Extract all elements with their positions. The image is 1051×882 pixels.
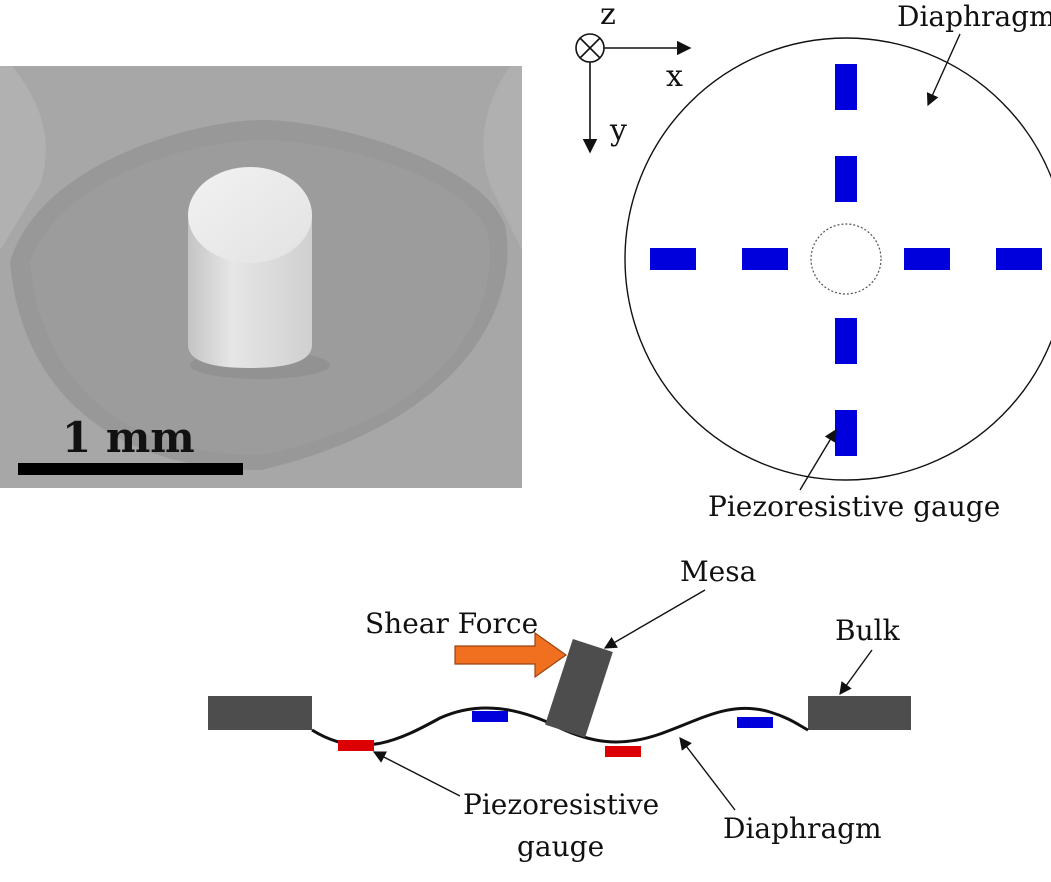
shear-force-arrow bbox=[454, 631, 568, 679]
gauge-leader-top bbox=[799, 428, 837, 491]
tension-gauge-right bbox=[737, 717, 773, 728]
diaphragm-outline bbox=[624, 37, 1051, 481]
scale-bar-label: 1 mm bbox=[62, 413, 195, 462]
scale-bar bbox=[18, 463, 243, 475]
gauge-leader-bottom bbox=[372, 751, 461, 797]
coordinate-axes: z x y bbox=[575, 0, 692, 154]
tilted-mesa bbox=[545, 639, 613, 738]
gauge-array bbox=[650, 64, 1042, 456]
gauge-left-inner bbox=[742, 248, 788, 270]
mesa-leader bbox=[603, 589, 706, 649]
y-axis-label: y bbox=[609, 113, 627, 148]
tension-gauge-left bbox=[472, 711, 508, 722]
top-view-diagram: z x y Diaphragm Piezoresistive gauge bbox=[575, 0, 1051, 523]
gauge-bottom-inner bbox=[835, 318, 857, 364]
gauge-label-bottom-line1: Piezoresistive bbox=[463, 788, 659, 821]
gauge-top-outer bbox=[835, 64, 857, 110]
bulk-right bbox=[808, 696, 911, 730]
gauge-label-top: Piezoresistive gauge bbox=[708, 490, 1000, 523]
gauge-bottom-outer bbox=[835, 410, 857, 456]
mesa-footprint bbox=[810, 223, 882, 295]
diaphragm-label-top: Diaphragm bbox=[897, 0, 1051, 33]
gauge-right-outer bbox=[996, 248, 1042, 270]
bulk-left bbox=[208, 696, 312, 730]
diaphragm-leader-bottom bbox=[679, 736, 736, 811]
cross-section-diagram: Mesa Shear Force Bulk Piezoresistive gau… bbox=[208, 555, 911, 863]
compression-gauge-right bbox=[605, 746, 641, 757]
sem-micrograph: 1 mm bbox=[0, 66, 522, 488]
compression-gauge-left bbox=[338, 740, 374, 751]
shear-force-label: Shear Force bbox=[365, 607, 538, 640]
gauge-label-bottom-line2: gauge bbox=[517, 830, 604, 863]
diaphragm-leader-top bbox=[926, 33, 961, 107]
gauge-top-inner bbox=[835, 156, 857, 202]
mesa-label: Mesa bbox=[680, 555, 756, 588]
x-axis-label: x bbox=[666, 59, 683, 94]
z-axis-label: z bbox=[600, 0, 616, 32]
gauge-right-inner bbox=[904, 248, 950, 270]
bulk-label: Bulk bbox=[835, 614, 901, 647]
bulk-leader bbox=[839, 649, 873, 696]
gauge-left-outer bbox=[650, 248, 696, 270]
diaphragm-label-bottom: Diaphragm bbox=[723, 812, 882, 845]
